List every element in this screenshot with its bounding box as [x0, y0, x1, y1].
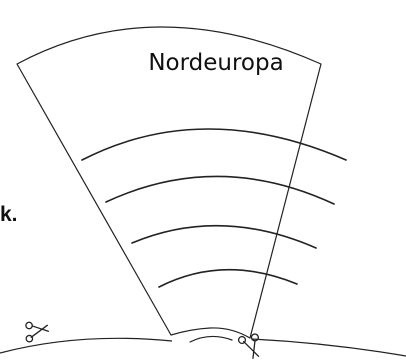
segment-bottom-arc	[189, 335, 233, 343]
fan-segment-outline	[16, 26, 322, 339]
scissors-icon	[25, 321, 50, 343]
writing-line	[158, 268, 298, 288]
region-title: Nordeuropa	[148, 50, 283, 76]
scissors-icon	[237, 333, 260, 360]
writing-line	[105, 175, 335, 205]
writing-line	[131, 224, 317, 249]
writing-lines	[81, 128, 347, 288]
writing-line	[81, 128, 347, 161]
side-text-fragment: k.	[0, 203, 18, 226]
lower-segment-edge	[0, 337, 173, 354]
lower-segment-edge-right	[251, 338, 406, 357]
